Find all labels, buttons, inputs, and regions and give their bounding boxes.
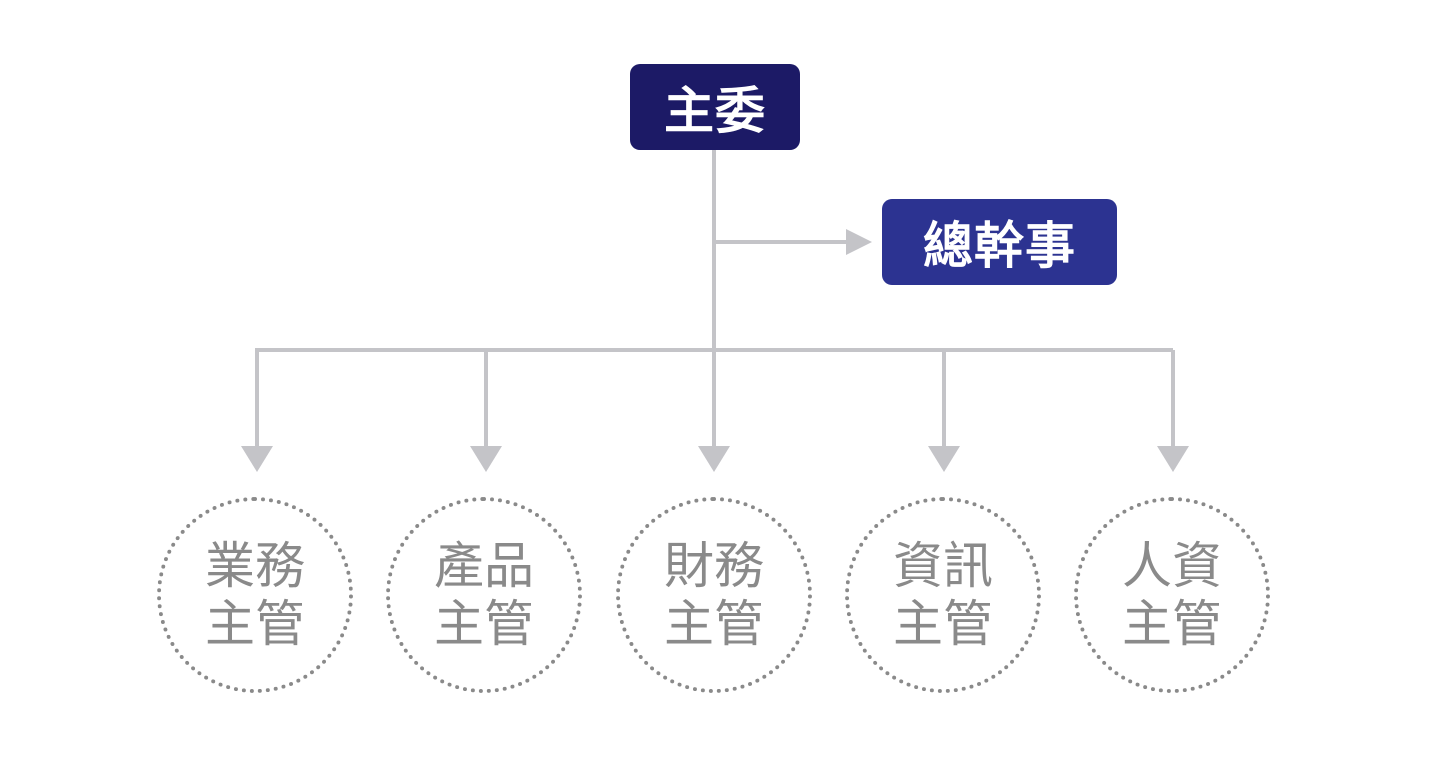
unit-node-line1: 資訊 [893,537,993,595]
unit-node-it: 資訊 主管 [845,497,1041,693]
arrow-head-secretary [846,229,872,255]
secretary-node: 總幹事 [882,199,1117,285]
unit-node-product: 產品 主管 [386,497,582,693]
chair-node: 主委 [630,64,800,150]
unit-node-line2: 主管 [434,595,534,653]
unit-node-line1: 財務 [664,537,764,595]
unit-node-line1: 產品 [434,537,534,595]
secretary-node-label: 總幹事 [923,217,1076,275]
unit-node-finance: 財務 主管 [616,497,812,693]
arrow-head-5 [1157,446,1189,472]
arrow-head-2 [470,446,502,472]
unit-node-line1: 業務 [205,537,305,595]
arrow-head-1 [241,446,273,472]
unit-node-line2: 主管 [664,595,764,653]
unit-node-hr: 人資 主管 [1074,497,1270,693]
chair-node-label: 主委 [664,82,766,140]
unit-node-line2: 主管 [1122,595,1222,653]
unit-node-sales: 業務 主管 [157,497,353,693]
arrow-head-4 [928,446,960,472]
unit-node-line2: 主管 [893,595,993,653]
unit-node-line1: 人資 [1122,537,1222,595]
unit-node-line2: 主管 [205,595,305,653]
arrow-head-3 [698,446,730,472]
